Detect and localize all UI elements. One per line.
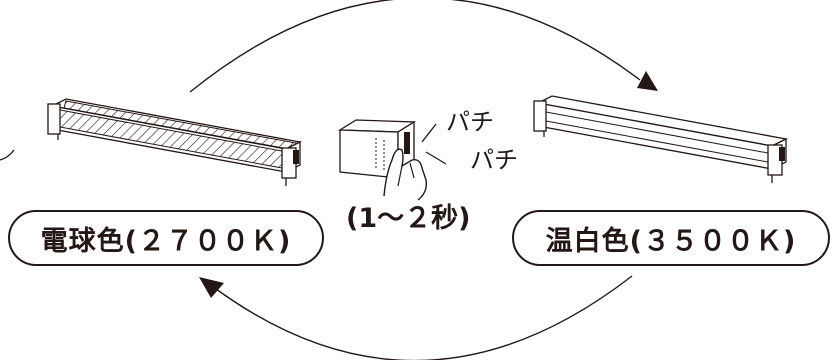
warm-color-label: 電球色(２７００Ｋ)	[8, 210, 324, 266]
fluorescent-fixture-icon	[533, 95, 789, 183]
edge-mark	[0, 149, 15, 161]
neutral-color-label: 温白色(３５００Ｋ)	[512, 210, 830, 266]
wall-switch-press-icon	[337, 119, 447, 201]
curved-arrow-icon	[189, 0, 658, 93]
neutral-color-text: 温白色(３５００Ｋ)	[545, 225, 797, 257]
warm-color-text: 電球色(２７００Ｋ)	[40, 225, 292, 257]
click-sound-label-1: パチ	[446, 108, 494, 136]
fluorescent-fixture-icon	[47, 98, 303, 186]
press-duration-label: (1～２秒)	[346, 203, 471, 234]
curved-arrow-icon	[199, 275, 633, 360]
click-sound-label-2: パチ	[470, 146, 518, 174]
